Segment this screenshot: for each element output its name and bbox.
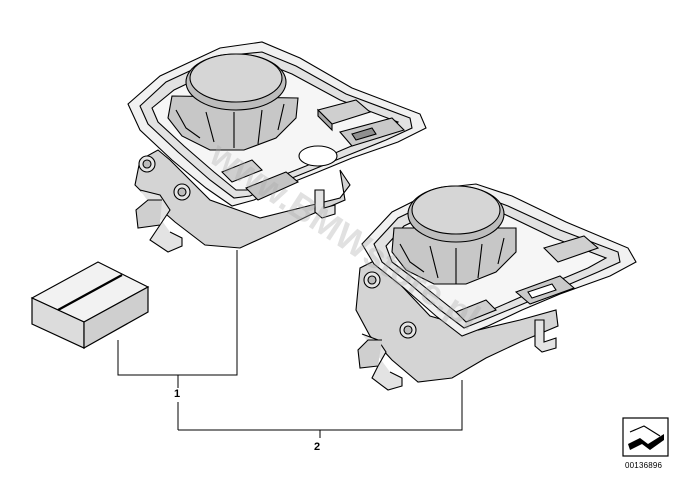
leader-lines bbox=[117, 250, 463, 438]
box-icon bbox=[30, 261, 150, 350]
callout-2: 2 bbox=[314, 441, 321, 453]
controller-with-buttons bbox=[127, 41, 427, 253]
callout-1: 1 bbox=[174, 388, 181, 400]
arrow-sheet-icon bbox=[622, 417, 669, 457]
document-number: 00136896 bbox=[625, 461, 663, 470]
controller-basic bbox=[355, 183, 637, 391]
